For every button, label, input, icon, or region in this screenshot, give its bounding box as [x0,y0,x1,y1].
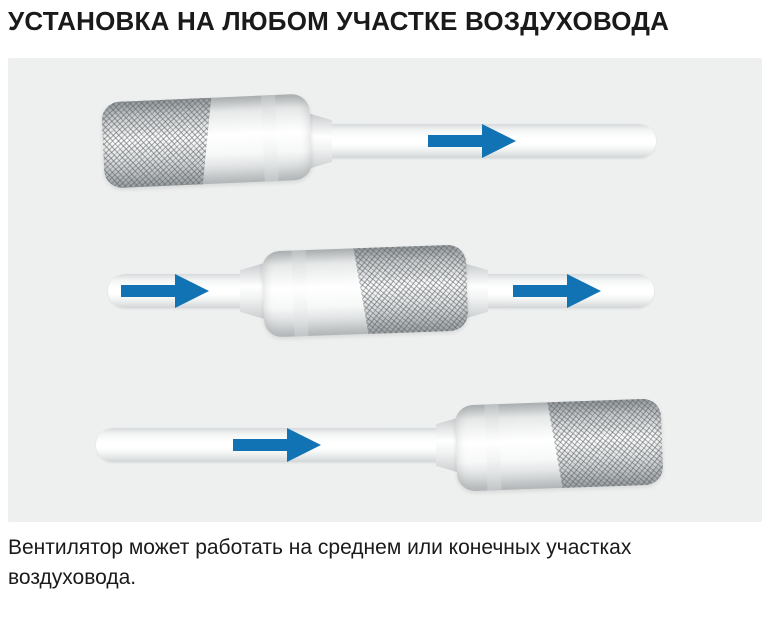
page-title: УСТАНОВКА НА ЛЮБОМ УЧАСТКЕ ВОЗДУХОВОДА [8,6,670,36]
airflow-arrow-icon [428,124,516,158]
fan-mesh-texture [545,398,664,492]
fan-mesh-texture [101,93,213,189]
fan-unit [101,93,313,189]
caption-text: Вентилятор может работать на среднем или… [8,536,632,590]
fan-band [261,94,279,182]
fan-unit [261,244,469,338]
airflow-arrow-icon [513,274,601,308]
airflow-arrow-icon [233,428,321,462]
fan-unit [454,398,664,492]
diagram-panel [8,58,762,522]
fan-band [484,404,502,491]
fan-band [291,250,309,337]
airflow-arrow-icon [121,274,209,308]
fan-mesh-texture [352,244,469,338]
